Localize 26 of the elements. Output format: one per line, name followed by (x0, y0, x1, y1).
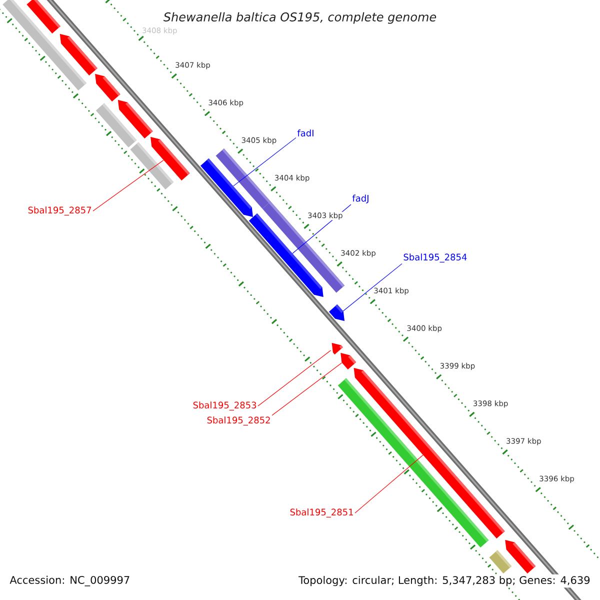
gene-label: Sbal195_2851 (290, 508, 353, 518)
title: Shewanella baltica OS195, complete genome (163, 12, 436, 24)
gene-feature (2, 0, 87, 90)
leader-line (233, 137, 296, 186)
leader-line (342, 263, 402, 312)
info-text: Accession: NC_009997 (8, 574, 132, 588)
leader-line (92, 160, 164, 212)
gene-feature (328, 304, 345, 322)
gene-label: Sbal195_2854 (404, 254, 467, 262)
gene-feature (216, 148, 271, 209)
gene-label: Sbal195_2853 (193, 402, 256, 410)
gene-label: fadJ (352, 194, 368, 204)
gene-feature (96, 103, 137, 148)
leader-line (258, 350, 332, 406)
gene-feature (489, 550, 512, 574)
gene-feature (95, 74, 120, 102)
gene-feature (130, 142, 174, 190)
gene-label: Sbal195_2852 (207, 416, 270, 426)
leader-line (272, 362, 342, 416)
gene-label: fadI (297, 130, 314, 136)
gene-label: Sbal195_2857 (28, 206, 92, 216)
gene-feature (340, 352, 356, 370)
info-text: Topology: circular; Length: 5,347,283 bp; Genes: 4,639 (297, 574, 592, 588)
leader-line (354, 454, 424, 514)
gene-feature (332, 342, 343, 355)
gene-feature (505, 540, 536, 574)
